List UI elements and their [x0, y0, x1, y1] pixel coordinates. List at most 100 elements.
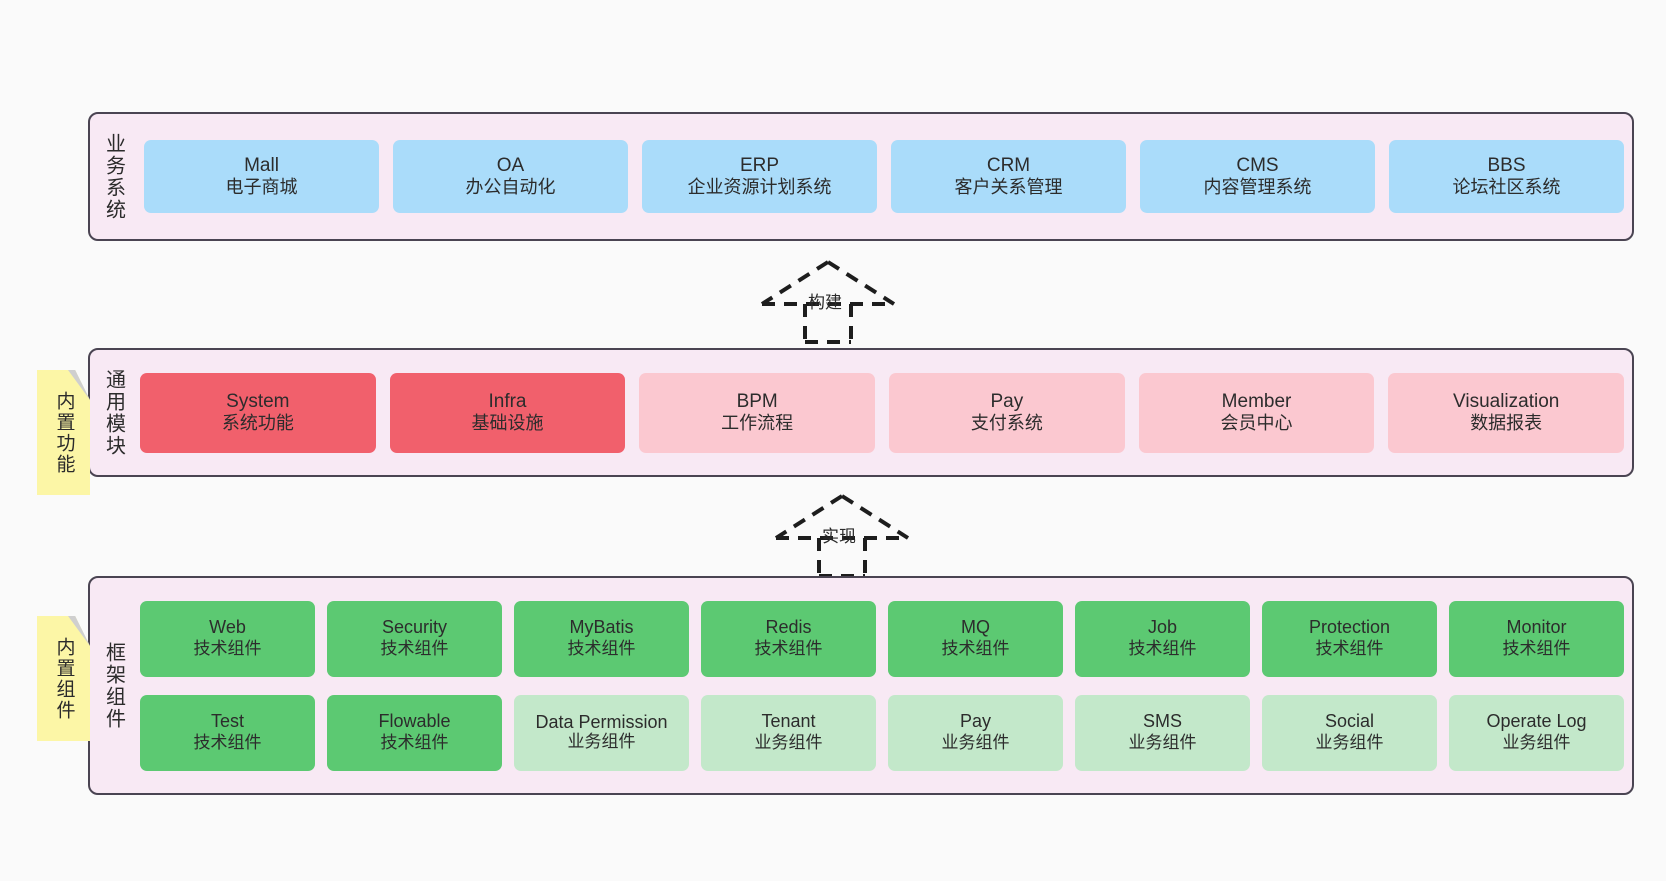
box-cms-en: CMS	[1236, 154, 1279, 176]
box-oa-en: OA	[496, 154, 525, 176]
box-security-cn: 技术组件	[380, 639, 449, 659]
box-oa-cn: 办公自动化	[465, 177, 556, 198]
box-bpm-cn: 工作流程	[721, 413, 794, 434]
note-built-in-function-label: 内置功能	[53, 390, 75, 475]
box-mall-cn: 电子商城	[225, 177, 298, 198]
box-visualization[interactable]: Visualization 数据报表	[1388, 372, 1625, 453]
box-flowable[interactable]: Flowable 技术组件	[327, 694, 502, 771]
box-crm[interactable]: CRM 客户关系管理	[891, 140, 1126, 213]
box-sms-en: SMS	[1142, 711, 1182, 732]
box-infra-cn: 基础设施	[471, 413, 544, 434]
box-redis[interactable]: Redis 技术组件	[701, 600, 876, 677]
box-mall[interactable]: Mall 电子商城	[144, 140, 379, 213]
box-visualization-cn: 数据报表	[1470, 413, 1543, 434]
box-erp-cn: 企业资源计划系统	[687, 177, 832, 198]
connector-build-arrow	[760, 260, 896, 344]
box-test[interactable]: Test 技术组件	[140, 694, 315, 771]
box-job-cn: 技术组件	[1128, 639, 1197, 659]
box-bpm[interactable]: BPM 工作流程	[639, 372, 876, 453]
box-pay-component[interactable]: Pay 业务组件	[888, 694, 1063, 771]
box-operate-log-cn: 业务组件	[1502, 733, 1571, 753]
box-redis-cn: 技术组件	[754, 639, 823, 659]
box-tenant[interactable]: Tenant 业务组件	[701, 694, 876, 771]
connector-implement-label: 实现	[822, 527, 856, 546]
layer-framework-components: 框架组件 Web 技术组件 Security 技术组件 MyBatis 技术组件…	[88, 576, 1634, 795]
box-web[interactable]: Web 技术组件	[140, 600, 315, 677]
box-job[interactable]: Job 技术组件	[1075, 600, 1250, 677]
note-built-in-function: 内置功能	[37, 370, 90, 495]
box-erp[interactable]: ERP 企业资源计划系统	[642, 140, 877, 213]
box-pay-module[interactable]: Pay 支付系统	[889, 372, 1125, 453]
box-crm-cn: 客户关系管理	[954, 177, 1063, 198]
box-mybatis-en: MyBatis	[569, 617, 634, 638]
box-test-en: Test	[210, 711, 244, 732]
box-social-cn: 业务组件	[1315, 733, 1384, 753]
box-data-permission-en: Data Permission	[535, 711, 668, 732]
box-member-cn: 会员中心	[1220, 413, 1293, 434]
connector-implement: 实现	[772, 492, 912, 578]
layer-business-body: Mall 电子商城 OA 办公自动化 ERP 企业资源计划系统 CRM 客户关系…	[136, 114, 1632, 239]
box-test-cn: 技术组件	[193, 733, 262, 753]
box-protection[interactable]: Protection 技术组件	[1262, 600, 1437, 677]
box-system-en: System	[226, 390, 290, 412]
note-built-in-component-label: 内置组件	[53, 636, 75, 721]
box-erp-en: ERP	[739, 154, 780, 176]
layer-business-title: 业务系统	[102, 132, 125, 221]
box-system[interactable]: System 系统功能	[140, 372, 376, 453]
box-flowable-en: Flowable	[378, 711, 451, 732]
box-redis-en: Redis	[765, 617, 812, 638]
box-social[interactable]: Social 业务组件	[1262, 694, 1437, 771]
box-operate-log[interactable]: Operate Log 业务组件	[1449, 694, 1624, 771]
connector-build-label: 构建	[808, 293, 842, 312]
box-tenant-cn: 业务组件	[754, 733, 823, 753]
box-sms[interactable]: SMS 业务组件	[1075, 694, 1250, 771]
box-mybatis-cn: 技术组件	[567, 639, 636, 659]
box-tenant-en: Tenant	[761, 711, 816, 732]
box-bbs-cn: 论坛社区系统	[1452, 177, 1561, 198]
box-sms-cn: 业务组件	[1128, 733, 1197, 753]
box-security-en: Security	[381, 617, 448, 638]
box-protection-en: Protection	[1308, 617, 1391, 638]
layer-business-systems: 业务系统 Mall 电子商城 OA 办公自动化 ERP 企业资源计划系统 CRM…	[88, 112, 1634, 241]
box-web-en: Web	[209, 617, 246, 638]
box-pay-component-cn: 业务组件	[941, 733, 1010, 753]
box-system-cn: 系统功能	[221, 413, 294, 434]
box-member[interactable]: Member 会员中心	[1138, 372, 1375, 453]
box-cms[interactable]: CMS 内容管理系统	[1140, 140, 1375, 213]
box-monitor[interactable]: Monitor 技术组件	[1449, 600, 1624, 677]
box-social-en: Social	[1324, 711, 1375, 732]
box-data-permission[interactable]: Data Permission 业务组件	[514, 694, 689, 771]
note-fold-icon	[68, 370, 90, 400]
box-protection-cn: 技术组件	[1315, 639, 1384, 659]
box-mq-en: MQ	[961, 617, 990, 638]
box-security[interactable]: Security 技术组件	[327, 600, 502, 677]
box-mall-en: Mall	[244, 154, 279, 176]
box-monitor-cn: 技术组件	[1502, 639, 1571, 659]
business-row: Mall 电子商城 OA 办公自动化 ERP 企业资源计划系统 CRM 客户关系…	[144, 140, 1624, 213]
connector-build: 构建	[758, 258, 898, 344]
box-cms-cn: 内容管理系统	[1203, 177, 1312, 198]
box-operate-log-en: Operate Log	[1486, 711, 1587, 732]
box-infra-en: Infra	[488, 390, 527, 412]
box-bpm-en: BPM	[736, 390, 778, 412]
framework-tech-row: Web 技术组件 Security 技术组件 MyBatis 技术组件 Redi…	[140, 600, 1624, 677]
box-mybatis[interactable]: MyBatis 技术组件	[514, 600, 689, 677]
box-flowable-cn: 技术组件	[380, 733, 449, 753]
box-job-en: Job	[1147, 617, 1178, 638]
framework-biz-row: Test 技术组件 Flowable 技术组件 Data Permission …	[140, 694, 1624, 771]
note-built-in-component: 内置组件	[37, 616, 90, 741]
box-bbs-en: BBS	[1487, 154, 1526, 176]
layer-framework-title: 框架组件	[102, 641, 125, 730]
box-web-cn: 技术组件	[193, 639, 262, 659]
box-mq-cn: 技术组件	[941, 639, 1010, 659]
box-pay-module-cn: 支付系统	[970, 413, 1043, 434]
box-pay-module-en: Pay	[990, 390, 1024, 412]
box-pay-component-en: Pay	[959, 711, 992, 732]
layer-framework-body: Web 技术组件 Security 技术组件 MyBatis 技术组件 Redi…	[136, 578, 1632, 793]
box-mq[interactable]: MQ 技术组件	[888, 600, 1063, 677]
box-oa[interactable]: OA 办公自动化	[393, 140, 628, 213]
box-bbs[interactable]: BBS 论坛社区系统	[1389, 140, 1624, 213]
box-infra[interactable]: Infra 基础设施	[389, 372, 626, 453]
box-visualization-en: Visualization	[1453, 390, 1560, 412]
note-fold-icon	[68, 616, 90, 646]
